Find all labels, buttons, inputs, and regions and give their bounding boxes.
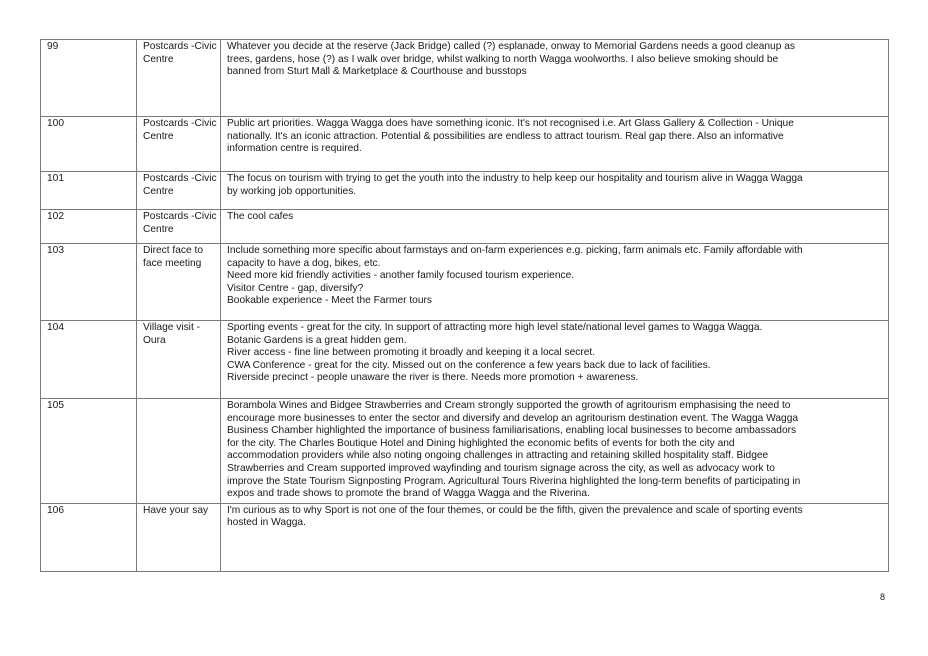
comment-line: Need more kid friendly activities - anot…: [227, 270, 575, 282]
row-number: 100: [47, 118, 64, 129]
row-number: 102: [47, 211, 64, 222]
source-cell: Village visit - Oura: [136, 320, 221, 399]
comment-line: Riverside precinct - people unaware the …: [227, 372, 639, 384]
feedback-table: 99 Postcards -Civic Centre Whatever you …: [40, 39, 889, 572]
source-line: Postcards -Civic: [143, 41, 217, 52]
comment-line: expos and trade shows to promote the bra…: [227, 488, 590, 500]
comment-cell: Public art priorities. Wagga Wagga does …: [220, 116, 889, 172]
source-cell: Postcards -Civic Centre: [136, 39, 221, 117]
comment-line: CWA Conference - great for the city. Mis…: [227, 359, 711, 371]
comment-line: hosted in Wagga.: [227, 517, 306, 529]
row-number: 99: [47, 41, 59, 52]
source-line: Centre: [143, 53, 174, 65]
source-cell: Postcards -Civic Centre: [136, 209, 221, 244]
comment-line: nationally. It's an iconic attraction. P…: [227, 130, 784, 142]
comment-line: Bookable experience - Meet the Farmer to…: [227, 295, 432, 307]
source-line: Centre: [143, 185, 174, 197]
table-row: 99 Postcards -Civic Centre Whatever you …: [40, 39, 889, 117]
source-line: Postcards -Civic: [143, 173, 217, 184]
source-line: Direct face to: [143, 245, 204, 256]
row-number-cell: 99: [40, 39, 137, 117]
comment-line: The focus on tourism with trying to get …: [227, 173, 803, 184]
source-line: Postcards -Civic: [143, 211, 217, 222]
comment-cell: Borambola Wines and Bidgee Strawberries …: [220, 398, 889, 504]
comment-line: by working job opportunities.: [227, 185, 357, 197]
source-line: Postcards -Civic: [143, 118, 217, 129]
source-line: Centre: [143, 130, 174, 142]
page-number: 8: [880, 592, 886, 602]
row-number-cell: 103: [40, 243, 137, 321]
source-line: Oura: [143, 334, 166, 346]
row-number-cell: 104: [40, 320, 137, 399]
comment-line: Strawberries and Cream supported improve…: [227, 462, 775, 474]
comment-line: The cool cafes: [227, 211, 294, 222]
row-number-cell: 106: [40, 502, 137, 572]
row-number-cell: 101: [40, 171, 137, 210]
table-row: 106 Have your say I'm curious as to why …: [40, 502, 889, 572]
comment-line: trees, gardens, hose (?) as I walk over …: [227, 53, 779, 65]
comment-cell: The cool cafes: [220, 209, 889, 244]
comment-line: River access - fine line between promoti…: [227, 347, 596, 359]
comment-cell: Sporting events - great for the city. In…: [220, 320, 889, 399]
table-row: 104 Village visit - Oura Sporting events…: [40, 320, 889, 399]
source-cell: Postcards -Civic Centre: [136, 171, 221, 210]
table-row: 105 Borambola Wines and Bidgee Strawberr…: [40, 398, 889, 504]
comment-cell: Include something more specific about fa…: [220, 243, 889, 321]
comment-line: banned from Sturt Mall & Marketplace & C…: [227, 66, 527, 78]
comment-cell: I'm curious as to why Sport is not one o…: [220, 502, 889, 572]
table-row: 100 Postcards -Civic Centre Public art p…: [40, 116, 889, 172]
comment-line: Borambola Wines and Bidgee Strawberries …: [227, 400, 791, 411]
table-row: 103 Direct face to face meeting Include …: [40, 243, 889, 321]
row-number-cell: 100: [40, 116, 137, 172]
table-row: 101 Postcards -Civic Centre The focus on…: [40, 171, 889, 210]
source-line: Village visit -: [143, 322, 200, 333]
source-cell: Direct face to face meeting: [136, 243, 221, 321]
comment-line: encourage more businesses to enter the s…: [227, 412, 799, 424]
comment-line: Business Chamber highlighted the importa…: [227, 425, 797, 437]
comment-line: I'm curious as to why Sport is not one o…: [227, 504, 803, 516]
comment-line: Whatever you decide at the reserve (Jack…: [227, 41, 795, 52]
source-line: Centre: [143, 223, 174, 235]
row-number: 101: [47, 173, 64, 184]
comment-line: Include something more specific about fa…: [227, 245, 803, 256]
comment-cell: The focus on tourism with trying to get …: [220, 171, 889, 210]
comment-line: Public art priorities. Wagga Wagga does …: [227, 118, 794, 129]
row-number: 105: [47, 400, 64, 411]
source-cell: Postcards -Civic Centre: [136, 116, 221, 172]
comment-line: Visitor Centre - gap, diversify?: [227, 282, 364, 294]
comment-line: Sporting events - great for the city. In…: [227, 322, 763, 333]
comment-line: for the city. The Charles Boutique Hotel…: [227, 437, 735, 449]
source-cell: Have your say: [136, 502, 221, 572]
row-number: 103: [47, 245, 64, 256]
row-number-cell: 102: [40, 209, 137, 244]
comment-cell: Whatever you decide at the reserve (Jack…: [220, 39, 889, 117]
table-row: 102 Postcards -Civic Centre The cool caf…: [40, 209, 889, 244]
source-cell: [136, 398, 221, 504]
row-number: 106: [47, 504, 64, 516]
comment-line: capacity to have a dog, bikes, etc.: [227, 257, 381, 269]
source-line: face meeting: [143, 257, 202, 269]
source-line: Have your say: [143, 504, 209, 516]
row-number: 104: [47, 322, 64, 333]
feedback-table-body: 99 Postcards -Civic Centre Whatever you …: [40, 39, 889, 572]
comment-line: information centre is required.: [227, 143, 362, 155]
comment-line: improve the State Tourism Signposting Pr…: [227, 475, 801, 487]
comment-line: Botanic Gardens is a great hidden gem.: [227, 334, 407, 346]
comment-line: accommodation providers while also notin…: [227, 450, 769, 462]
row-number-cell: 105: [40, 398, 137, 504]
